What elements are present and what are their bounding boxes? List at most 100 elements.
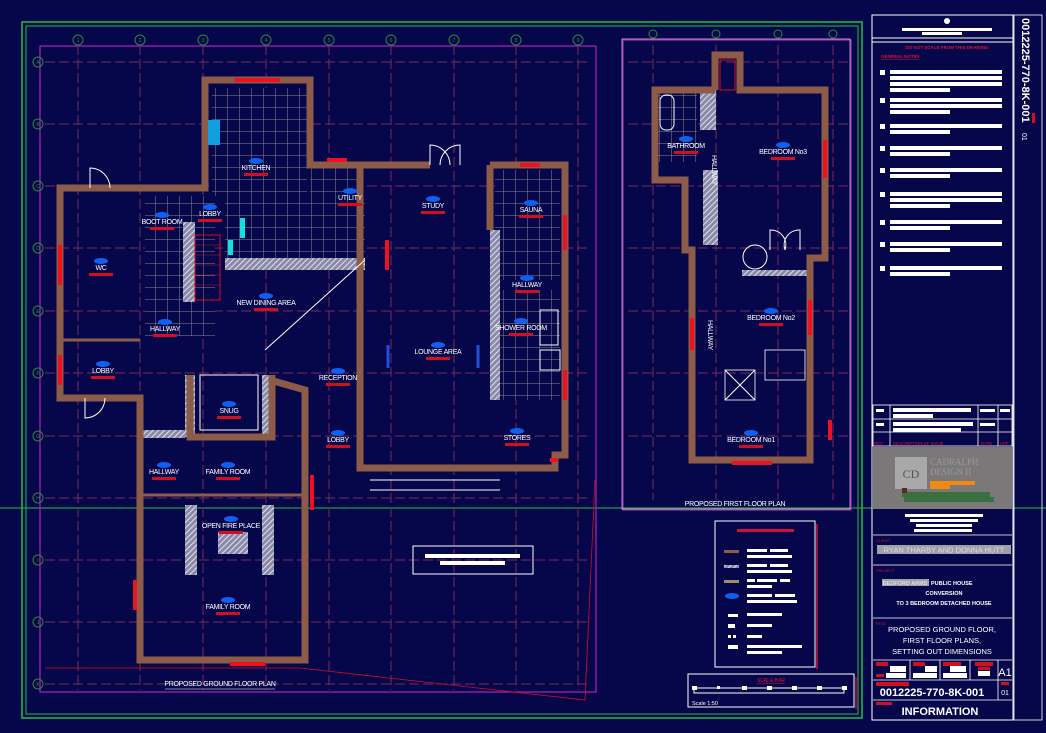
room-label-lounge-area: LOUNGE AREA <box>415 342 463 360</box>
room-label-stores: STORES <box>504 428 531 446</box>
north-arrow-icon <box>944 18 950 24</box>
svg-text:FAMILY ROOM: FAMILY ROOM <box>206 604 251 611</box>
svg-text:CADRALPH: CADRALPH <box>930 457 979 467</box>
room-label-shower-room: SHOWER ROOM <box>495 318 548 336</box>
general-notes-heading: GENERAL NOTES <box>881 54 920 59</box>
do-not-scale-warning: DO NOT SCALE FROM THIS DRAWING <box>906 45 989 50</box>
sheet-border-outer <box>21 21 863 719</box>
title-line-3: SETTING OUT DIMENSIONS <box>892 647 992 656</box>
revision-number: 01 <box>1001 690 1009 697</box>
room-label-bathroom: BATHROOM <box>667 136 706 154</box>
room-tag-icon <box>96 361 110 367</box>
grid-row-marker <box>32 678 44 690</box>
room-label-family-room-bottom: FAMILY ROOM <box>206 597 251 615</box>
client-name: RYAN THARBY AND DONNA HUTT <box>884 546 1005 555</box>
grid-row-marker <box>32 305 44 317</box>
grid-col-label: 7 <box>453 38 456 44</box>
grid-col-marker <box>72 34 84 46</box>
grid-col-label: 8 <box>515 38 518 44</box>
room-tag-icon <box>331 430 345 436</box>
drawing-number: 0012225-770-8K-001 <box>880 687 985 699</box>
grid-col-marker <box>385 34 397 46</box>
room-label-open-fire-place: OPEN FIRE PLACE <box>202 516 261 534</box>
svg-text:HALLWAY: HALLWAY <box>512 282 543 289</box>
note-box <box>412 545 534 575</box>
svg-text:FAMILY ROOM: FAMILY ROOM <box>206 469 251 476</box>
grid-col-marker <box>711 29 721 39</box>
svg-text:BEDROOM No3: BEDROOM No3 <box>759 149 807 156</box>
room-label-bedroom-1: BEDROOM No1 <box>727 430 776 448</box>
app-header: APP <box>1000 441 1009 446</box>
svg-text:SHOWER ROOM: SHOWER ROOM <box>495 325 547 332</box>
grid-row-label: G <box>36 434 40 440</box>
grid-row-marker <box>32 616 44 628</box>
grid-row-label: A <box>36 60 40 66</box>
grid-col-marker <box>648 29 658 39</box>
svg-text:CD: CD <box>903 467 920 481</box>
grid-col-label: 2 <box>139 38 142 44</box>
room-label-reception: RECEPTION <box>319 368 358 386</box>
legend-panel <box>714 520 818 669</box>
room-label-hallway-left: HALLWAY <box>150 319 181 337</box>
grid-col-label: 4 <box>265 38 268 44</box>
svg-text:WC: WC <box>95 265 106 272</box>
grid-col-marker <box>323 34 335 46</box>
room-tag-icon <box>222 401 236 407</box>
room-tag-icon <box>431 342 445 348</box>
svg-text:BOOT ROOM: BOOT ROOM <box>142 219 183 226</box>
room-tag-icon <box>524 200 538 206</box>
grid-row-marker <box>32 430 44 442</box>
svg-text:SNUG: SNUG <box>219 408 238 415</box>
svg-text:NEW DINING AREA: NEW DINING AREA <box>237 300 297 307</box>
side-drawing-number: 0012225-770-8K-001 <box>1019 18 1031 123</box>
project-line-2: CONVERSION <box>926 591 963 597</box>
svg-text:HALLWAY: HALLWAY <box>149 469 180 476</box>
grid-row-marker <box>32 367 44 379</box>
project-label: PROJECT <box>876 568 895 573</box>
first-floor-frame-inner <box>621 38 851 510</box>
title-line-2: FIRST FLOOR PLANS, <box>903 636 981 645</box>
svg-text:OPEN FIRE PLACE: OPEN FIRE PLACE <box>202 523 261 530</box>
grid-row-label: E <box>36 309 40 315</box>
room-label-boot-room: BOOT ROOM <box>142 212 183 230</box>
grid-col-label: 5 <box>328 38 331 44</box>
room-tag-icon <box>520 275 534 281</box>
title-line-1: PROPOSED GROUND FLOOR, <box>888 625 996 634</box>
room-tag-icon <box>510 428 524 434</box>
room-tag-icon <box>158 319 172 325</box>
room-label-hallway-right: HALLWAY <box>512 275 543 293</box>
room-label-bedroom-3: BEDROOM No3 <box>759 142 808 160</box>
room-label-lobby-bottom: LOBBY <box>326 430 350 448</box>
title-label: TITLE <box>875 621 886 626</box>
scale-bar: SCALE BAR Scale 1:50 <box>687 673 857 709</box>
room-label-hallway-bottom: HALLWAY <box>149 462 180 480</box>
room-label-utility: UTILITY <box>338 188 363 206</box>
room-tag-icon <box>331 368 345 374</box>
room-label-wc: WC <box>89 258 113 276</box>
room-tag-icon <box>343 188 357 194</box>
grid-row-label: F <box>36 371 39 377</box>
grid-col-label: 3 <box>202 38 205 44</box>
grid-row-marker <box>32 180 44 192</box>
grid-row-marker <box>32 242 44 254</box>
grid-col-marker <box>260 34 272 46</box>
rev-header: REV <box>874 441 883 446</box>
grid-row-marker <box>32 118 44 130</box>
svg-text:BEDROOM No1: BEDROOM No1 <box>727 437 775 444</box>
project-line-3: TO 3 BEDROOM DETACHED HOUSE <box>896 601 991 607</box>
grid-row-label: B <box>36 122 40 128</box>
first-floor-frame <box>622 39 852 511</box>
svg-text:STORES: STORES <box>504 435 531 442</box>
ground-floor-plan <box>45 76 596 701</box>
first-floor-plan-title: PROPOSED FIRST FLOOR PLAN <box>685 501 786 508</box>
svg-text:LOBBY: LOBBY <box>92 368 114 375</box>
project-line-1: PUBLIC HOUSE <box>931 581 973 587</box>
grid-col-marker <box>134 34 146 46</box>
grid-row-label: I <box>37 558 38 564</box>
room-tag-icon <box>679 136 693 142</box>
room-tag-icon <box>155 212 169 218</box>
svg-text:LOUNGE AREA: LOUNGE AREA <box>415 349 463 356</box>
description-header: DESCRIPTION OF ISSUE <box>893 441 944 446</box>
